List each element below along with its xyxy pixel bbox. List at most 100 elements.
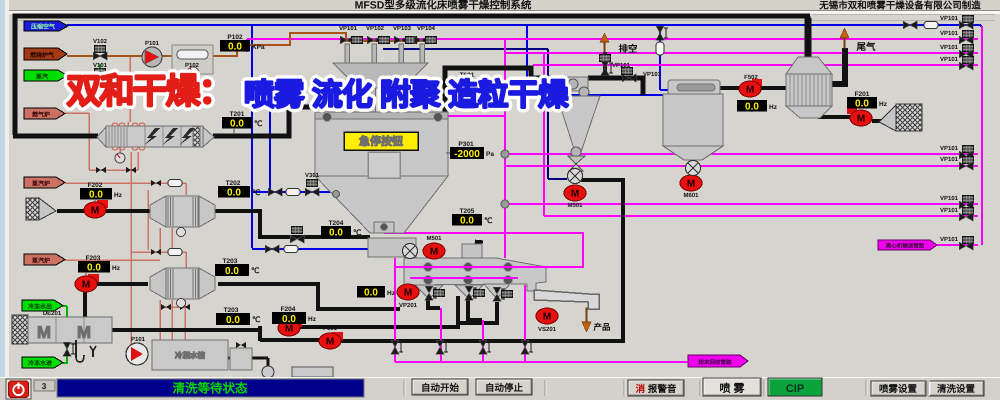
svg-text:蒸汽炉: 蒸汽炉 <box>32 257 50 265</box>
svg-text:℃: ℃ <box>251 266 260 275</box>
svg-text:VP101: VP101 <box>940 56 959 63</box>
svg-text:离心机输送管路: 离心机输送管路 <box>886 243 925 250</box>
svg-text:0.0: 0.0 <box>228 42 242 53</box>
svg-text:Hz: Hz <box>879 101 888 108</box>
svg-text:P301: P301 <box>458 141 474 148</box>
svg-text:双和干燥：: 双和干燥： <box>66 72 231 111</box>
svg-text:0.0: 0.0 <box>855 99 869 110</box>
svg-text:尾气: 尾气 <box>856 41 876 53</box>
svg-text:M501: M501 <box>426 235 442 242</box>
svg-text:VP201: VP201 <box>399 302 418 309</box>
svg-text:VP101: VP101 <box>940 44 959 51</box>
svg-text:M501: M501 <box>567 202 583 209</box>
svg-text:M601: M601 <box>683 192 699 199</box>
svg-text:℃: ℃ <box>252 315 261 324</box>
svg-text:P102: P102 <box>185 62 200 69</box>
svg-text:V102: V102 <box>93 38 108 45</box>
svg-text:T601: T601 <box>460 72 475 79</box>
svg-text:Pa: Pa <box>486 151 494 158</box>
svg-text:VP101: VP101 <box>940 145 959 152</box>
svg-text:清洗等待状态: 清洗等待状态 <box>172 382 248 396</box>
svg-text:VP101: VP101 <box>940 156 959 163</box>
svg-text:消 报警音: 消 报警音 <box>636 383 677 395</box>
svg-text:3: 3 <box>42 381 47 391</box>
svg-text:VP101: VP101 <box>940 15 959 22</box>
svg-text:喷 雾: 喷 雾 <box>719 382 745 395</box>
svg-text:VP101: VP101 <box>612 62 631 69</box>
svg-text:VP102: VP102 <box>366 25 385 32</box>
svg-text:℃: ℃ <box>252 188 261 197</box>
svg-text:Hz: Hz <box>114 192 123 199</box>
svg-text:CIP: CIP <box>786 383 804 395</box>
svg-text:0.0: 0.0 <box>225 266 239 277</box>
svg-text:P101: P101 <box>145 40 160 47</box>
svg-text:M: M <box>37 323 51 342</box>
svg-text:VP101: VP101 <box>940 195 959 202</box>
svg-text:T202: T202 <box>226 180 241 187</box>
svg-text:粉末回收管路: 粉末回收管路 <box>698 359 732 366</box>
svg-text:自动停止: 自动停止 <box>485 382 524 394</box>
svg-text:T201: T201 <box>230 111 245 118</box>
svg-text:燃气炉: 燃气炉 <box>32 111 50 119</box>
svg-text:Hz: Hz <box>387 290 396 297</box>
svg-text:0.0: 0.0 <box>460 216 474 227</box>
svg-text:Hz: Hz <box>769 104 778 111</box>
svg-text:P102: P102 <box>227 34 243 41</box>
svg-text:0.0: 0.0 <box>226 315 240 326</box>
svg-text:自动开始: 自动开始 <box>421 382 460 394</box>
svg-text:VP101: VP101 <box>940 207 959 214</box>
svg-text:喷雾设置: 喷雾设置 <box>879 383 918 395</box>
svg-text:VP101: VP101 <box>940 30 959 37</box>
svg-text:T203: T203 <box>224 307 239 314</box>
svg-text:VP104: VP104 <box>417 25 436 32</box>
svg-text:冷凝水箱: 冷凝水箱 <box>175 351 205 360</box>
svg-text:F203: F203 <box>86 255 101 262</box>
svg-text:VS201: VS201 <box>538 326 557 333</box>
svg-text:Hz: Hz <box>308 316 317 323</box>
svg-text:F204: F204 <box>281 306 296 313</box>
svg-text:燃烧炉气: 燃烧炉气 <box>30 51 54 59</box>
svg-text:M: M <box>77 323 91 342</box>
svg-text:T205: T205 <box>460 208 475 215</box>
svg-text:F202: F202 <box>88 182 103 189</box>
svg-text:℃: ℃ <box>484 216 493 225</box>
svg-text:F502: F502 <box>744 74 758 81</box>
svg-text:KPa: KPa <box>252 44 265 51</box>
svg-text:VP101: VP101 <box>940 236 959 243</box>
svg-text:-2000: -2000 <box>454 149 480 160</box>
svg-text:0.0: 0.0 <box>89 190 103 201</box>
svg-text:蒸汽: 蒸汽 <box>36 73 48 81</box>
svg-text:排空: 排空 <box>618 43 638 55</box>
svg-text:Hz: Hz <box>112 265 121 272</box>
svg-text:喷雾 流化 附聚 造粒干燥: 喷雾 流化 附聚 造粒干燥 <box>244 78 569 112</box>
svg-text:蒸汽炉: 蒸汽炉 <box>32 180 50 188</box>
svg-text:无锡市双和喷雾干燥设备有限公司制造: 无锡市双和喷雾干燥设备有限公司制造 <box>818 0 981 12</box>
svg-text:0.0: 0.0 <box>230 119 244 130</box>
svg-text:F601: F601 <box>323 325 337 332</box>
svg-text:VP103: VP103 <box>393 25 412 32</box>
svg-text:T203: T203 <box>223 258 238 265</box>
svg-text:T204: T204 <box>329 220 344 227</box>
svg-text:P101: P101 <box>131 336 146 343</box>
svg-text:0.0: 0.0 <box>329 228 343 239</box>
svg-text:清洗设置: 清洗设置 <box>937 383 976 395</box>
svg-text:VP101: VP101 <box>339 25 358 32</box>
svg-text:VP101: VP101 <box>643 71 662 78</box>
svg-text:冷冻水出: 冷冻水出 <box>28 303 52 311</box>
svg-text:℃: ℃ <box>484 80 493 89</box>
svg-text:压缩空气: 压缩空气 <box>31 23 55 31</box>
svg-text:0.0: 0.0 <box>87 263 101 274</box>
svg-text:0.0: 0.0 <box>460 80 474 91</box>
svg-text:DE201: DE201 <box>43 310 62 317</box>
svg-text:产品: 产品 <box>593 322 611 332</box>
svg-text:V301: V301 <box>305 172 320 179</box>
svg-text:V101: V101 <box>93 62 108 69</box>
svg-text:0.0: 0.0 <box>227 188 241 199</box>
svg-text:℃: ℃ <box>254 119 263 128</box>
svg-text:0.0: 0.0 <box>282 314 296 325</box>
svg-text:喷雾 流化 附聚 造粒干燥: 喷雾 流化 附聚 造粒干燥 <box>244 78 569 112</box>
svg-text:℃: ℃ <box>353 228 362 237</box>
svg-text:0.0: 0.0 <box>364 288 378 299</box>
svg-text:冷冻水进: 冷冻水进 <box>28 359 52 367</box>
svg-text:双和干燥：: 双和干燥： <box>66 72 231 111</box>
